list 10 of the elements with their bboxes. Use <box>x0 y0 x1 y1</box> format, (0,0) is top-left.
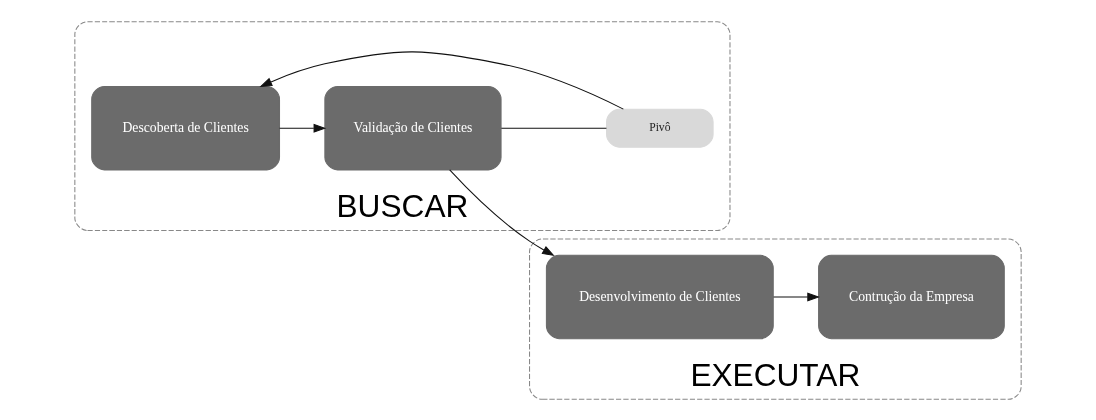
arrow <box>259 50 624 110</box>
arrow <box>279 123 327 133</box>
connector <box>500 127 607 129</box>
node-box: Validação de Clientes <box>324 85 502 170</box>
arrow <box>773 292 820 301</box>
node-box: Pivô <box>606 108 714 148</box>
arrow <box>449 168 555 256</box>
node-box: Contrução da Empresa <box>818 254 1005 339</box>
node-box: Descoberta de Clientes <box>91 85 281 170</box>
node-box: Desenvolvimento de Clientes <box>545 254 774 339</box>
